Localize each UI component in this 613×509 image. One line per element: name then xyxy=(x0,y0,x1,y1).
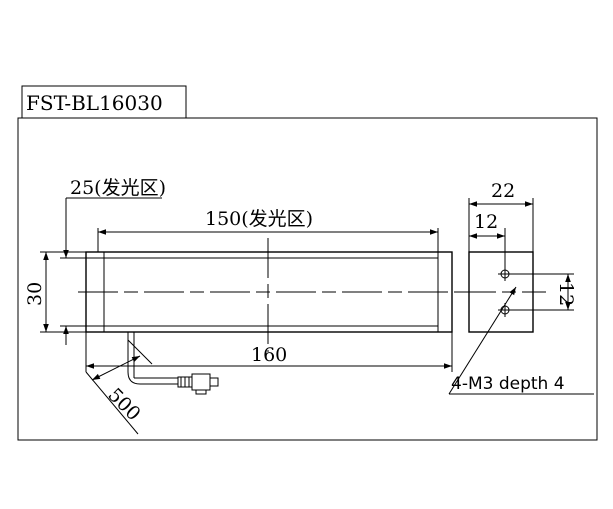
leader-line xyxy=(448,286,517,395)
dim-length: 160 xyxy=(251,344,287,366)
dim-line-cable xyxy=(91,355,141,381)
hole-note: 4-M3 depth 4 xyxy=(451,374,565,394)
dim-width: 22 xyxy=(491,180,515,202)
dim-emit-length: 150(发光区) xyxy=(205,208,313,230)
dim-height: 30 xyxy=(24,282,46,306)
connector-plug xyxy=(191,373,211,391)
model-number: FST-BL16030 xyxy=(26,91,163,115)
drawing-frame xyxy=(17,117,598,441)
cable xyxy=(127,332,219,395)
front-view: 150(发光区) 25(发光区) 30 160 xyxy=(24,177,460,435)
dim-hole-offset: 12 xyxy=(474,211,498,233)
dim-cable: 500 xyxy=(103,384,144,425)
side-view: 22 12 12 4-M3 depth 4 xyxy=(448,180,594,395)
title-block: FST-BL16030 xyxy=(21,85,187,119)
dim-emit-width: 25(发光区) xyxy=(70,177,166,199)
dim-hole-pitch: 12 xyxy=(555,282,577,306)
